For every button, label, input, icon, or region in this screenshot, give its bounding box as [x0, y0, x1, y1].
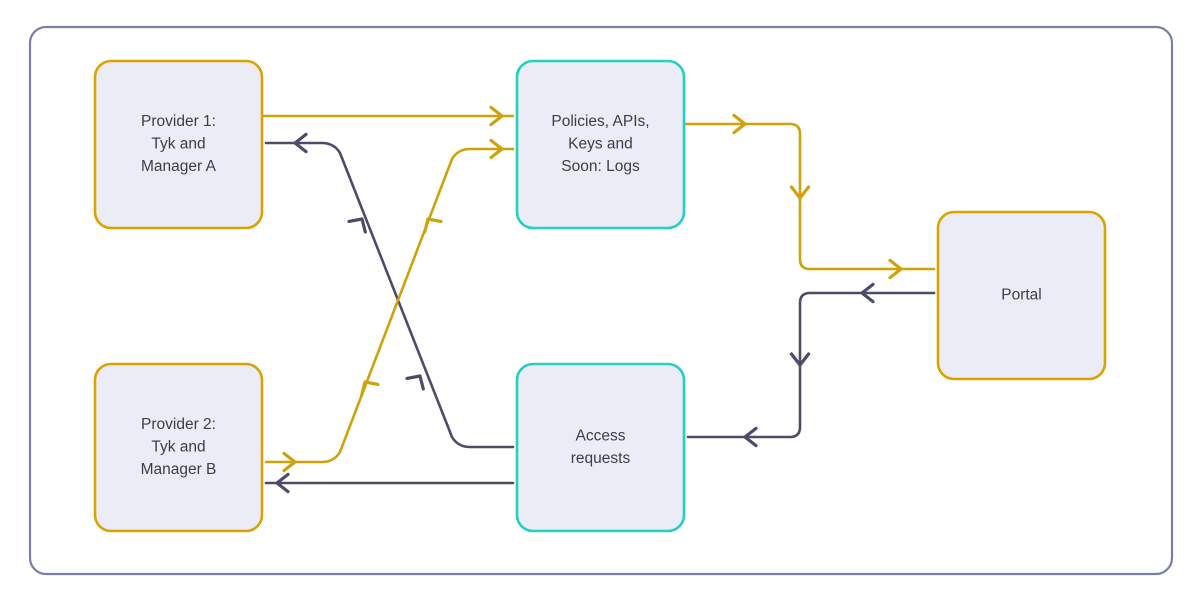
edge-portal-to-access-requests-arrowhead-icon [743, 426, 758, 448]
node-policies-label-line: Soon: Logs [561, 158, 640, 175]
edge-provider2-to-policies-arrowhead-icon [282, 451, 297, 473]
node-access-requests[interactable]: Access requests [515, 362, 686, 533]
node-policies-label-line: Policies, APIs, [551, 113, 649, 130]
node-provider-1-label-line: Manager A [141, 158, 217, 175]
edge-provider1-to-policies [260, 105, 515, 127]
edge-policies-to-provider1-arrowhead-icon [293, 132, 308, 154]
node-provider-1-label-line: Provider 1: [141, 113, 216, 130]
node-provider-2-box[interactable] [93, 362, 264, 533]
outer-frame [28, 25, 1174, 576]
node-access-requests-label-line: Access [576, 427, 626, 444]
edge-portal-to-access-requests [686, 282, 936, 448]
edge-portal-to-access-requests-arrowhead-icon [860, 282, 875, 304]
edge-provider2-to-policies-arrowhead-icon [423, 217, 443, 234]
edge-policies-to-portal-arrowhead-icon [789, 185, 811, 200]
edge-provider2-to-policies-line [264, 147, 515, 464]
edge-portal-to-access-requests-line [686, 291, 936, 439]
node-access-requests-label-line: requests [571, 450, 631, 467]
edge-portal-to-access-requests-arrowhead-icon [789, 352, 811, 367]
edge-provider2-to-policies-arrowhead-icon [489, 138, 504, 160]
node-portal-label: Portal [1001, 287, 1042, 304]
edge-policies-to-provider1-arrowhead-icon [405, 374, 425, 391]
edge-policies-to-provider1-line [264, 141, 515, 449]
node-provider-1-label-line: Tyk and [151, 136, 205, 153]
node-access-requests-box[interactable] [515, 362, 686, 533]
node-portal[interactable]: Portal [936, 210, 1107, 381]
edge-policies-to-portal-arrowhead-icon [888, 258, 903, 280]
edge-provider1-to-policies-arrowhead-icon [489, 105, 504, 127]
edges-layer [260, 105, 936, 494]
node-provider-2-label-line: Manager B [141, 461, 217, 478]
node-access-requests-label: Access requests [571, 427, 631, 467]
edge-provider2-to-policies-arrowhead-icon [360, 380, 380, 397]
node-provider-1-box[interactable] [93, 59, 264, 230]
edge-policies-to-portal [682, 113, 936, 280]
edge-policies-to-provider1-arrowhead-icon [347, 217, 367, 234]
node-portal-box[interactable] [936, 210, 1107, 381]
edge-policies-to-portal-arrowhead-icon [732, 113, 747, 135]
edge-policies-to-provider1 [264, 132, 515, 449]
node-portal-label-line: Portal [1001, 287, 1042, 304]
edge-access-requests-to-provider2 [264, 472, 515, 494]
edge-policies-to-portal-line [682, 122, 936, 271]
node-policies-label-line: Keys and [568, 136, 633, 153]
node-provider-2-label-line: Provider 2: [141, 416, 216, 433]
edge-provider2-to-policies [264, 138, 515, 473]
node-policies-box[interactable] [515, 59, 686, 230]
edge-access-requests-to-provider2-arrowhead-icon [275, 472, 290, 494]
node-provider-2-label-line: Tyk and [151, 439, 205, 456]
